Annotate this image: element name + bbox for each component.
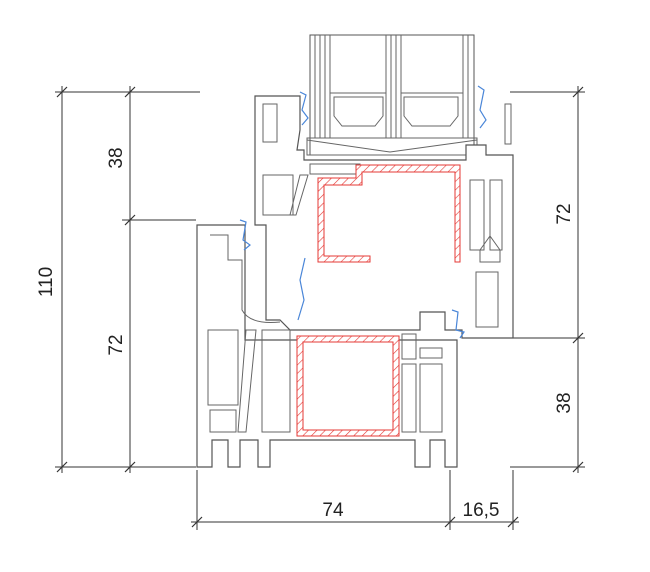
dimension-left-lower: 72	[106, 334, 127, 355]
dimension-right-lower: 38	[554, 392, 575, 413]
bottom-dimension-lines	[191, 470, 519, 530]
right-dimension-lines	[510, 86, 585, 473]
glazing-unit	[306, 34, 478, 156]
sash-profile	[254, 95, 514, 339]
sash-steel-reinforcement	[317, 164, 461, 263]
frame-steel-reinforcement	[296, 335, 400, 437]
dimension-left-total: 110	[36, 267, 57, 297]
gaskets	[239, 85, 487, 339]
frame-profile	[196, 224, 458, 468]
left-dimension-lines	[55, 86, 200, 473]
dimension-bottom-frame: 74	[322, 500, 344, 521]
dimension-bottom-overlap: 16,5	[463, 500, 500, 521]
dimension-left-upper: 38	[106, 147, 127, 168]
dimension-right-upper: 72	[554, 203, 575, 224]
